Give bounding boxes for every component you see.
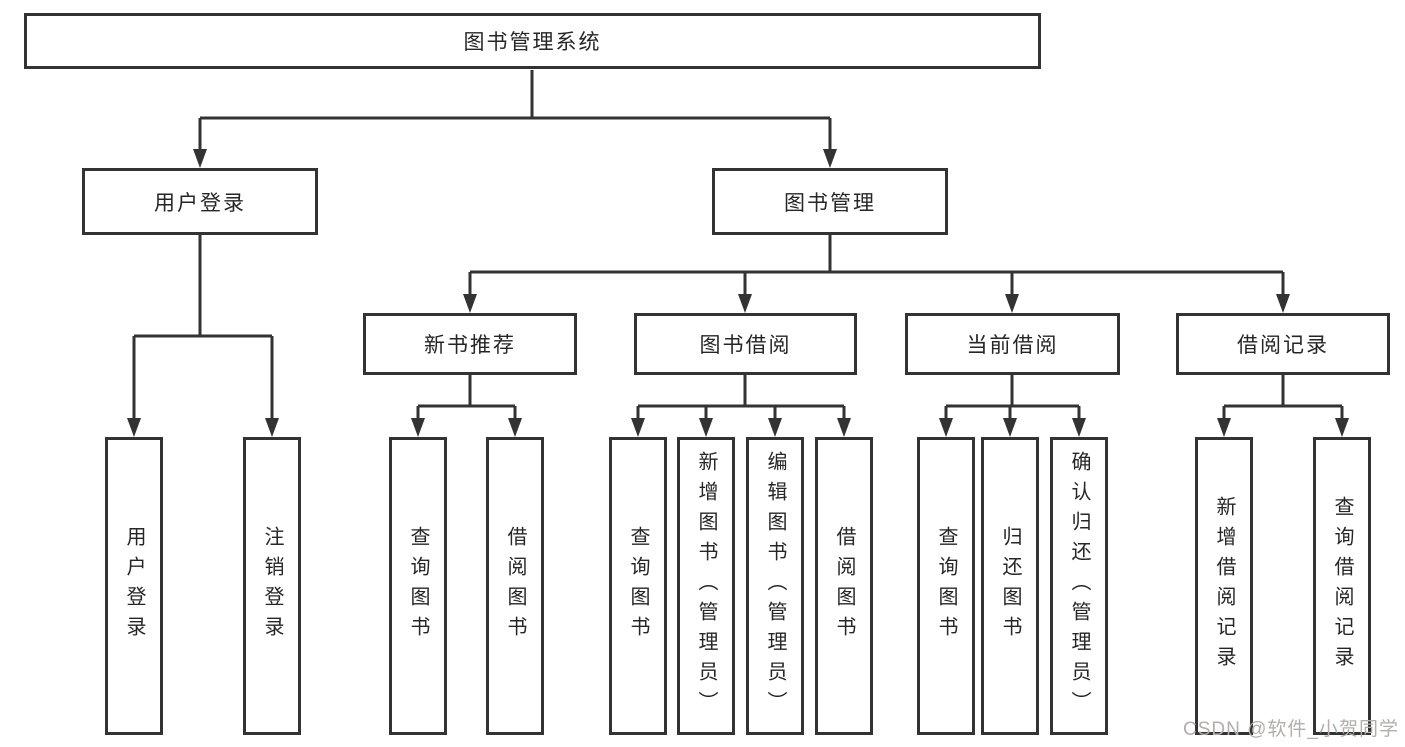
connector-user-login xyxy=(132,235,274,419)
leaf-query-books-recommend: 查询图书 xyxy=(389,437,447,735)
leaf-add-borrow-record: 新增借阅记录 xyxy=(1195,437,1253,735)
leaf-label: 确认归还（管理员） xyxy=(1068,451,1090,721)
arrowhead xyxy=(1276,294,1290,313)
node-book-management: 图书管理 xyxy=(712,168,948,235)
leaf-add-book-admin: 新增图书（管理员） xyxy=(677,437,735,735)
leaf-label: 编辑图书（管理员） xyxy=(764,451,786,721)
leaf-label: 用户登录 xyxy=(123,526,145,646)
arrowhead xyxy=(837,418,851,437)
arrowhead xyxy=(508,418,522,437)
leaf-user-login: 用户登录 xyxy=(105,437,163,735)
arrowhead xyxy=(463,294,477,313)
arrowhead xyxy=(939,418,953,437)
arrowhead xyxy=(768,418,782,437)
leaf-label: 借阅图书 xyxy=(504,526,526,646)
arrowhead xyxy=(127,418,141,437)
leaf-logout: 注销登录 xyxy=(243,437,301,735)
arrowhead xyxy=(631,418,645,437)
connector-current-borrow xyxy=(944,375,1081,419)
arrowhead xyxy=(823,149,837,168)
leaf-borrow-books-recommend: 借阅图书 xyxy=(486,437,544,735)
leaf-query-books-borrow: 查询图书 xyxy=(609,437,667,735)
arrowhead xyxy=(1072,418,1086,437)
arrowhead xyxy=(1003,418,1017,437)
leaf-label: 新增图书（管理员） xyxy=(695,451,717,721)
connector-book-management xyxy=(468,235,1285,295)
leaf-label: 归还图书 xyxy=(999,526,1021,646)
node-current-borrow: 当前借阅 xyxy=(905,313,1120,375)
arrowhead xyxy=(1005,294,1019,313)
leaf-label: 查询图书 xyxy=(407,526,429,646)
csdn-watermark: CSDN @软件_小贺同学 xyxy=(1183,719,1399,740)
leaf-return-book: 归还图书 xyxy=(981,437,1039,735)
leaf-label: 借阅图书 xyxy=(833,526,855,646)
leaf-label: 查询借阅记录 xyxy=(1331,496,1353,676)
leaf-query-borrow-record: 查询借阅记录 xyxy=(1313,437,1371,735)
leaf-label: 查询图书 xyxy=(935,526,957,646)
leaf-borrow-books: 借阅图书 xyxy=(815,437,873,735)
node-root: 图书管理系统 xyxy=(24,13,1041,69)
leaf-query-books-current: 查询图书 xyxy=(917,437,975,735)
connector-borrow-records xyxy=(1222,375,1344,419)
arrowhead xyxy=(1217,418,1231,437)
leaf-label: 查询图书 xyxy=(627,526,649,646)
arrowhead xyxy=(265,418,279,437)
node-borrow-records: 借阅记录 xyxy=(1176,313,1390,375)
node-user-login: 用户登录 xyxy=(82,168,318,235)
connector-book-borrow xyxy=(636,375,846,419)
arrowhead xyxy=(411,418,425,437)
arrowhead xyxy=(699,418,713,437)
connector-root xyxy=(198,70,832,150)
arrowhead xyxy=(193,149,207,168)
leaf-confirm-return-admin: 确认归还（管理员） xyxy=(1050,437,1108,735)
leaf-label: 新增借阅记录 xyxy=(1213,496,1235,676)
node-new-book-recommend: 新书推荐 xyxy=(363,313,577,375)
arrowhead xyxy=(1335,418,1349,437)
arrowhead xyxy=(738,294,752,313)
connector-new-book-recommend xyxy=(416,375,517,419)
node-book-borrow: 图书借阅 xyxy=(634,313,857,375)
leaf-label: 注销登录 xyxy=(261,526,283,646)
leaf-edit-book-admin: 编辑图书（管理员） xyxy=(746,437,804,735)
